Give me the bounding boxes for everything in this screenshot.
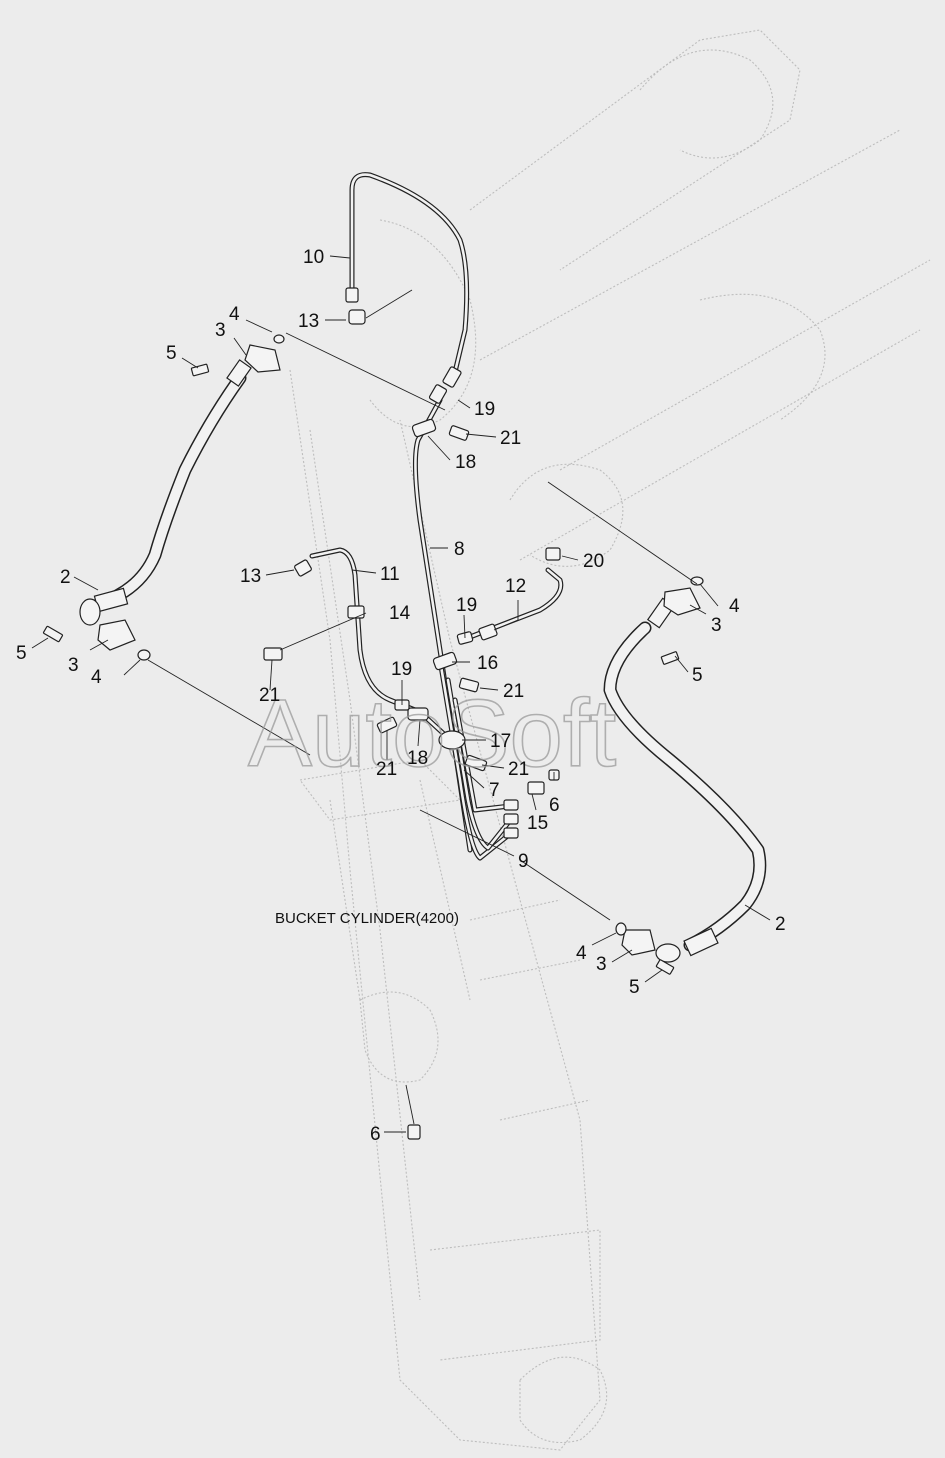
fittings: [42, 287, 704, 1140]
callout-label: 18: [407, 748, 428, 769]
callout-label: 16: [477, 653, 498, 674]
callout-label: 12: [505, 576, 526, 597]
callout-label: 5: [166, 343, 177, 364]
callout-label: 17: [490, 731, 511, 752]
callout-label: 11: [380, 564, 400, 585]
leader-lines: [31, 255, 771, 1133]
callout-label: 5: [692, 665, 703, 686]
watermark-text: AutoSoft: [248, 680, 616, 787]
callout-label: 21: [503, 681, 524, 702]
hose-left-2: [79, 359, 252, 626]
callout-label: 3: [215, 320, 226, 341]
callout-label: 3: [596, 954, 607, 975]
pipe-8: [412, 397, 473, 853]
hose-right-2: [603, 597, 767, 963]
callout-label: 15: [527, 813, 548, 834]
callout-label: 2: [60, 567, 71, 588]
pipe-12: [467, 567, 564, 640]
callout-label: 21: [259, 685, 280, 706]
callout-label: 21: [376, 759, 397, 780]
callout-label: 6: [549, 795, 560, 816]
callout-label: 5: [16, 643, 27, 664]
boom-arm-ghost-outline: [289, 29, 931, 1451]
callout-label: 8: [454, 539, 465, 560]
callout-label: 3: [711, 615, 722, 636]
callout-label: 21: [508, 759, 529, 780]
callout-label: 4: [576, 943, 587, 964]
pipe-10: [349, 172, 470, 375]
callout-label: 19: [474, 399, 495, 420]
callout-label: 20: [583, 551, 604, 572]
callout-label: 14: [389, 603, 411, 624]
callout-label: 7: [489, 780, 500, 801]
callout-labels: 10 13 4 3 5 19 21 18 8 20 2 13 11 12 4 3…: [16, 247, 786, 1145]
callout-label: 9: [518, 851, 529, 872]
diagram-caption: BUCKET CYLINDER(4200): [275, 910, 459, 927]
callout-label: 19: [456, 595, 477, 616]
callout-label: 13: [298, 311, 319, 332]
pipe-11: [309, 547, 448, 738]
callout-label: 2: [775, 914, 786, 935]
callout-label: 21: [500, 428, 521, 449]
callout-label: 3: [68, 655, 79, 676]
callout-label: 4: [229, 304, 240, 325]
callout-label: 19: [391, 659, 412, 680]
callout-label: 4: [729, 596, 740, 617]
callout-label: 13: [240, 566, 261, 587]
callout-label: 4: [91, 667, 102, 688]
callout-label: 5: [629, 977, 640, 998]
callout-label: 10: [303, 247, 324, 268]
callout-label: 18: [455, 452, 476, 473]
callout-label: 6: [370, 1124, 381, 1145]
